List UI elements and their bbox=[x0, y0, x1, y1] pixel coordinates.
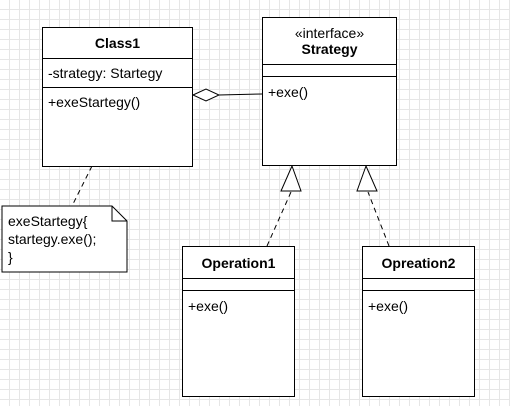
method-section: +exe() bbox=[183, 291, 294, 320]
method-section: +exe() bbox=[263, 77, 396, 107]
attribute-section bbox=[363, 279, 474, 291]
realization-arrowhead-operation1 bbox=[280, 164, 302, 192]
note-anchor-line[interactable] bbox=[71, 165, 93, 207]
realization-line-opreation2[interactable] bbox=[367, 191, 390, 247]
method-section: +exeStartegy() bbox=[43, 88, 192, 116]
class-box-class1[interactable]: Class1 -strategy: Startegy +exeStartegy(… bbox=[42, 27, 193, 167]
class-name: Opreation2 bbox=[381, 254, 456, 271]
note-shape[interactable] bbox=[1, 205, 128, 273]
method-item: +exe() bbox=[368, 297, 409, 314]
class-header: «interface» Strategy bbox=[263, 18, 396, 65]
note-line: exeStartegy{ bbox=[8, 213, 88, 229]
class-box-opreation2[interactable]: Opreation2 +exe() bbox=[362, 246, 475, 397]
realization-arrowhead-opreation2 bbox=[356, 164, 378, 192]
note-fold-corner bbox=[111, 206, 127, 222]
attribute-section: -strategy: Startegy bbox=[43, 59, 192, 88]
aggregation-line[interactable] bbox=[218, 93, 263, 96]
aggregation-diamond bbox=[191, 88, 221, 102]
method-item: +exe() bbox=[268, 84, 309, 100]
note-text: exeStartegy{ startegy.exe(); } bbox=[8, 212, 96, 266]
realization-line-operation1[interactable] bbox=[266, 191, 292, 247]
interface-box-strategy[interactable]: «interface» Strategy +exe() bbox=[262, 17, 397, 166]
class-name: Operation1 bbox=[201, 254, 276, 271]
class-header: Opreation2 bbox=[363, 247, 474, 279]
class-name: Class1 bbox=[94, 35, 141, 51]
stereotype-label: «interface» bbox=[294, 25, 365, 41]
method-section: +exe() bbox=[363, 291, 474, 320]
method-item: +exeStartegy() bbox=[48, 94, 141, 110]
class-name: Strategy bbox=[301, 41, 358, 57]
class-header: Operation1 bbox=[183, 247, 294, 279]
class-box-operation1[interactable]: Operation1 +exe() bbox=[182, 246, 295, 397]
method-item: +exe() bbox=[188, 297, 229, 314]
note-line: startegy.exe(); bbox=[8, 231, 97, 247]
note-line: } bbox=[8, 249, 13, 265]
class-header: Class1 bbox=[43, 28, 192, 59]
attribute-section bbox=[263, 65, 396, 77]
attribute-item: -strategy: Startegy bbox=[48, 65, 163, 81]
attribute-section bbox=[183, 279, 294, 291]
